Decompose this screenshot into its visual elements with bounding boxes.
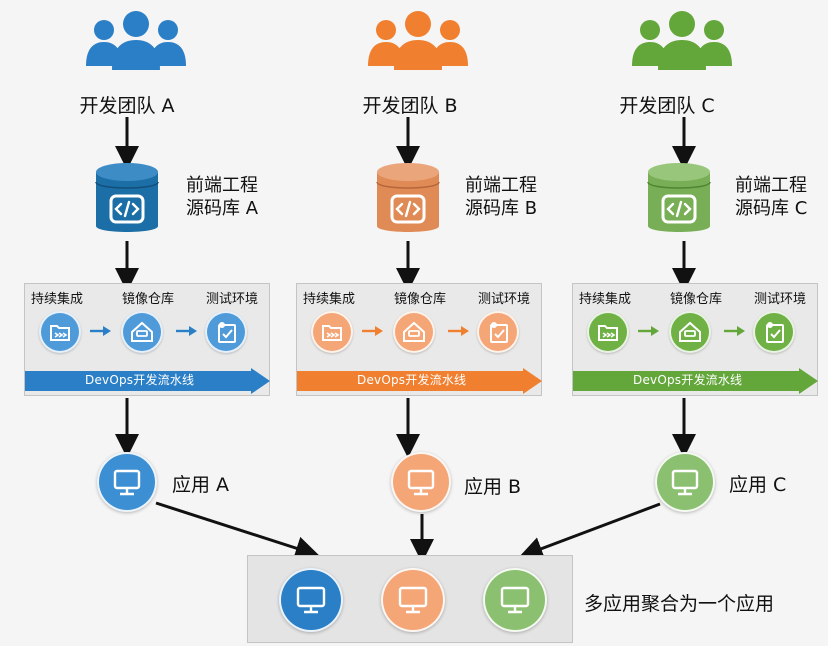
pipeline-b-registry-icon xyxy=(393,311,435,353)
repo-c-label-line1: 前端工程 xyxy=(735,175,807,196)
pipeline-c-stage-ci-label: 持续集成 xyxy=(578,292,631,307)
pipeline-c-ci-icon xyxy=(587,311,629,353)
pipeline-b-banner-arrow xyxy=(297,368,542,394)
pipeline-c-arrow-1 xyxy=(638,326,659,336)
aggregate-box xyxy=(247,555,573,643)
pipeline-a-arrow-2 xyxy=(176,326,197,336)
arrow-app-c-to-aggregate xyxy=(518,502,661,560)
pipeline-a-registry-icon xyxy=(121,311,163,353)
pipeline-a-box: 持续集成 镜像仓库 测试环境 DevOps开发流水线 xyxy=(24,283,270,396)
app-b-icon xyxy=(391,452,451,512)
repo-b-label-line1: 前端工程 xyxy=(465,175,537,196)
repo-a-label-line1: 前端工程 xyxy=(186,175,258,196)
pipeline-a-banner-label: DevOps开发流水线 xyxy=(85,373,195,387)
repo-c-database-icon xyxy=(647,163,711,232)
pipeline-c-arrow-2 xyxy=(724,326,745,336)
pipeline-a-arrow-1 xyxy=(90,326,111,336)
pipeline-a-test-env-icon xyxy=(205,311,247,353)
pipeline-c-banner-arrow xyxy=(573,368,818,394)
app-c-icon xyxy=(655,452,715,512)
team-a-label: 开发团队 A xyxy=(79,95,175,117)
team-b-label: 开发团队 B xyxy=(362,95,458,117)
pipeline-b-arrow-1 xyxy=(362,326,383,336)
pipeline-a-stage-test-label: 测试环境 xyxy=(205,292,258,307)
pipeline-c-banner-label: DevOps开发流水线 xyxy=(633,373,743,387)
team-c-people-icon xyxy=(632,11,732,70)
pipeline-c-test-env-icon xyxy=(753,311,795,353)
pipeline-b-banner-label: DevOps开发流水线 xyxy=(357,373,467,387)
pipeline-c-box: 持续集成 镜像仓库 测试环境 DevOps开发流水线 xyxy=(572,283,818,396)
team-a-people-icon xyxy=(86,11,186,70)
team-b-people-icon xyxy=(368,11,468,70)
pipeline-b-box: 持续集成 镜像仓库 测试环境 DevOps开发流水线 xyxy=(296,283,542,396)
pipeline-a-banner-arrow xyxy=(25,368,270,394)
app-a-icon xyxy=(97,452,157,512)
pipeline-a-stage-registry-label: 镜像仓库 xyxy=(121,292,174,307)
repo-b-database-icon xyxy=(376,163,440,232)
pipeline-a-stage-ci-label: 持续集成 xyxy=(30,292,83,307)
pipeline-a-ci-icon xyxy=(39,311,81,353)
repo-c-label: 前端工程 源码库 C xyxy=(735,174,807,220)
pipeline-c-stage-registry-label: 镜像仓库 xyxy=(669,292,722,307)
pipeline-b-arrow-2 xyxy=(448,326,469,336)
pipeline-b-stage-test-label: 测试环境 xyxy=(477,292,530,307)
app-a-label: 应用 A xyxy=(172,474,230,496)
arrow-app-a-to-aggregate xyxy=(155,501,320,560)
team-c-label: 开发团队 C xyxy=(619,95,715,117)
aggregate-label: 多应用聚合为一个应用 xyxy=(584,593,775,615)
repo-c-label-line2: 源码库 C xyxy=(735,198,808,219)
repo-b-label: 前端工程 源码库 B xyxy=(465,174,537,220)
repo-a-label-line2: 源码库 A xyxy=(186,198,259,219)
app-c-label: 应用 C xyxy=(729,474,787,496)
repo-a-database-icon xyxy=(95,163,159,232)
app-b-label: 应用 B xyxy=(464,476,522,498)
pipeline-c-registry-icon xyxy=(669,311,711,353)
pipeline-b-test-env-icon xyxy=(477,311,519,353)
aggregate-app-a-icon xyxy=(279,568,343,632)
aggregate-app-b-icon xyxy=(381,568,445,632)
pipeline-c-stage-test-label: 测试环境 xyxy=(753,292,806,307)
pipeline-b-stage-ci-label: 持续集成 xyxy=(302,292,355,307)
repo-b-label-line2: 源码库 B xyxy=(465,198,538,219)
pipeline-b-stage-registry-label: 镜像仓库 xyxy=(393,292,446,307)
repo-a-label: 前端工程 源码库 A xyxy=(186,174,258,220)
aggregate-app-c-icon xyxy=(483,568,547,632)
pipeline-b-ci-icon xyxy=(311,311,353,353)
